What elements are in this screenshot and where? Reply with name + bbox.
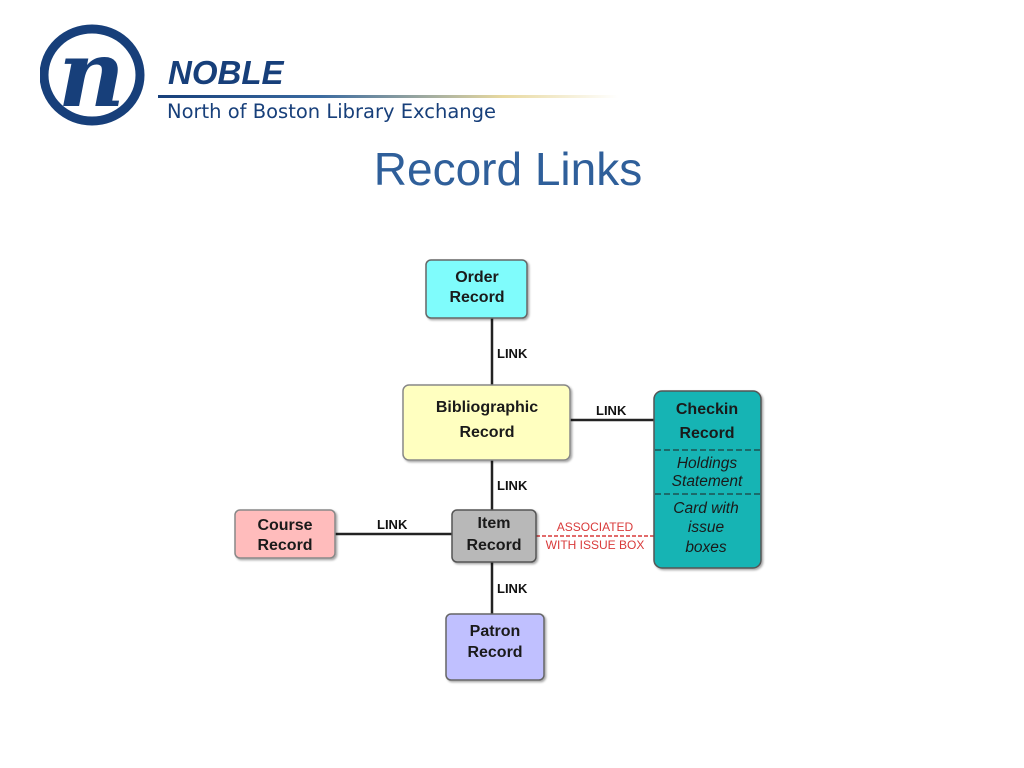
item-record-line2: Record xyxy=(466,537,521,554)
card-line2: issue xyxy=(688,519,725,536)
patron-record-line1: Patron xyxy=(470,623,521,640)
holdings-line2: Statement xyxy=(672,473,743,490)
logo-wordmark: NOBLE xyxy=(168,54,284,91)
logo-underline xyxy=(158,95,618,98)
link-label-bib-checkin: LINK xyxy=(596,403,627,418)
checkin-record-line1: Checkin xyxy=(676,401,738,418)
course-record-line2: Record xyxy=(257,537,312,554)
checkin-record-line2: Record xyxy=(679,425,734,442)
bib-record-line2: Record xyxy=(459,424,514,441)
card-line1: Card with xyxy=(673,500,738,517)
link-label-order-bib: LINK xyxy=(497,346,528,361)
holdings-line1: Holdings xyxy=(677,455,738,472)
link-label-course-item: LINK xyxy=(377,517,408,532)
page-title: Record Links xyxy=(373,143,643,195)
logo-tagline: North of Boston Library Exchange xyxy=(167,100,496,123)
bibliographic-record-box: Bibliographic Record xyxy=(402,384,571,461)
link-label-bib-item: LINK xyxy=(497,478,528,493)
noble-logo: n NOBLE North of Boston Library Exchange xyxy=(40,20,640,130)
link-label-item-patron: LINK xyxy=(497,581,528,596)
course-record-line1: Course xyxy=(257,517,312,534)
patron-record-box: Patron Record xyxy=(445,613,545,681)
bib-record-line1: Bibliographic xyxy=(436,399,538,416)
item-record-line1: Item xyxy=(478,515,511,532)
associated-label-line1: ASSOCIATED xyxy=(557,520,634,534)
svg-text:n: n xyxy=(58,20,125,128)
patron-record-line2: Record xyxy=(467,644,522,661)
course-record-box: Course Record xyxy=(234,509,336,559)
noble-n-emblem-icon: n xyxy=(40,20,145,128)
order-record-box: Order Record xyxy=(425,259,528,319)
card-line3: boxes xyxy=(685,539,727,556)
item-record-box: Item Record xyxy=(451,509,537,563)
order-record-line2: Record xyxy=(449,289,504,306)
associated-label-line2: WITH ISSUE BOX xyxy=(546,538,645,552)
checkin-record-box: Checkin Record Holdings Statement Card w… xyxy=(653,390,762,569)
order-record-line1: Order xyxy=(455,269,499,286)
